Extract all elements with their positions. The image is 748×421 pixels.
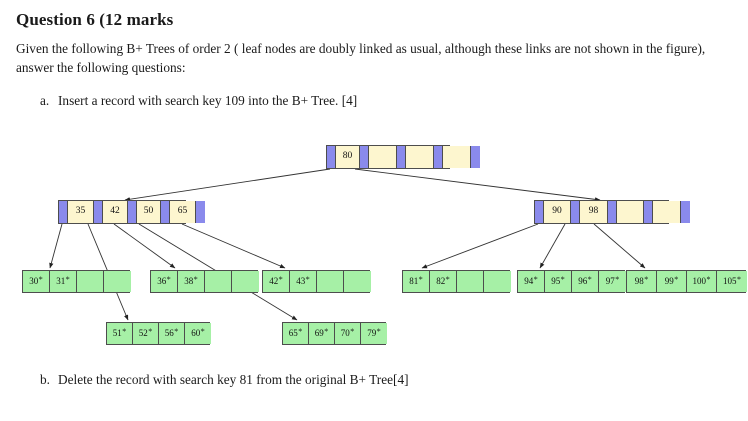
page-title: Question 6 (12 marks <box>16 10 174 29</box>
record-cell-empty <box>317 271 344 292</box>
record-cell-empty <box>232 271 259 292</box>
record-cell-105: 105* <box>717 271 747 292</box>
record-cell-30: 30* <box>23 271 50 292</box>
record-cell-60: 60* <box>185 323 211 344</box>
tree-node-leaf-42: 42*43* <box>262 270 371 293</box>
pointer-cell <box>434 146 443 168</box>
key-cell-50: 50 <box>137 201 161 223</box>
pointer-cell <box>608 201 617 223</box>
tree-node-leaf-30: 30*31* <box>22 270 131 293</box>
record-cell-95: 95* <box>545 271 572 292</box>
record-cell-43: 43* <box>290 271 317 292</box>
pointer-cell <box>94 201 103 223</box>
key-cell-empty <box>443 146 471 168</box>
key-cell-empty <box>653 201 681 223</box>
question-text-block: Question 6 (12 marks Given the following… <box>0 0 748 110</box>
pointer-cell <box>571 201 580 223</box>
record-cell-100: 100* <box>687 271 717 292</box>
pointer-cell <box>59 201 68 223</box>
record-cell-42: 42* <box>263 271 290 292</box>
tree-node-leaf-94: 94*95*96*97* <box>517 270 626 293</box>
record-cell-31: 31* <box>50 271 77 292</box>
tree-node-root: 80 <box>326 145 480 169</box>
record-cell-98: 98* <box>627 271 657 292</box>
record-cell-empty <box>104 271 131 292</box>
key-cell-80: 80 <box>336 146 360 168</box>
pointer-cell <box>161 201 170 223</box>
tree-node-leaf-65: 65*69*70*79* <box>282 322 387 345</box>
tree-node-leaf-98: 98*99*100*105* <box>626 270 747 293</box>
pointer-cell <box>397 146 406 168</box>
item-a-text: Insert a record with search key 109 into… <box>58 93 358 108</box>
record-cell-52: 52* <box>133 323 159 344</box>
record-cell-99: 99* <box>657 271 687 292</box>
pointer-cell <box>471 146 480 168</box>
item-b-text: Delete the record with search key 81 fro… <box>58 372 409 387</box>
record-cell-69: 69* <box>309 323 335 344</box>
record-cell-empty <box>484 271 511 292</box>
record-cell-65: 65* <box>283 323 309 344</box>
question-item-b-block: b. Delete the record with search key 81 f… <box>0 370 748 389</box>
key-cell-90: 90 <box>544 201 571 223</box>
record-cell-94: 94* <box>518 271 545 292</box>
key-cell-empty <box>617 201 644 223</box>
question-item-a: a. Insert a record with search key 109 in… <box>40 91 748 110</box>
record-cell-70: 70* <box>335 323 361 344</box>
pointer-cell <box>128 201 137 223</box>
key-cell-empty <box>406 146 434 168</box>
pointer-cell <box>535 201 544 223</box>
tree-node-internal-left: 35 42 50 65 <box>58 200 205 224</box>
key-cell-98: 98 <box>580 201 608 223</box>
pointer-cell <box>327 146 336 168</box>
pointer-cell <box>196 201 205 223</box>
record-cell-82: 82* <box>430 271 457 292</box>
record-cell-empty <box>77 271 104 292</box>
record-cell-36: 36* <box>151 271 178 292</box>
key-cell-65: 65 <box>170 201 196 223</box>
record-cell-56: 56* <box>159 323 185 344</box>
tree-node-leaf-81: 81*82* <box>402 270 511 293</box>
item-a-marker: a. <box>40 93 50 108</box>
question-intro: Given the following B+ Trees of order 2 … <box>16 41 706 75</box>
key-cell-empty <box>369 146 397 168</box>
question-item-b: b. Delete the record with search key 81 f… <box>40 370 748 389</box>
item-b-marker: b. <box>40 372 50 387</box>
tree-node-internal-right: 90 98 <box>534 200 690 224</box>
tree-node-leaf-36: 36*38* <box>150 270 259 293</box>
pointer-cell <box>681 201 690 223</box>
record-cell-81: 81* <box>403 271 430 292</box>
record-cell-96: 96* <box>572 271 599 292</box>
key-cell-35: 35 <box>68 201 94 223</box>
record-cell-51: 51* <box>107 323 133 344</box>
record-cell-empty <box>457 271 484 292</box>
pointer-cell <box>360 146 369 168</box>
pointer-cell <box>644 201 653 223</box>
key-cell-42: 42 <box>103 201 128 223</box>
record-cell-empty <box>205 271 232 292</box>
tree-node-leaf-51: 51*52*56*60* <box>106 322 211 345</box>
record-cell-38: 38* <box>178 271 205 292</box>
record-cell-97: 97* <box>599 271 626 292</box>
record-cell-empty <box>344 271 371 292</box>
record-cell-79: 79* <box>361 323 387 344</box>
